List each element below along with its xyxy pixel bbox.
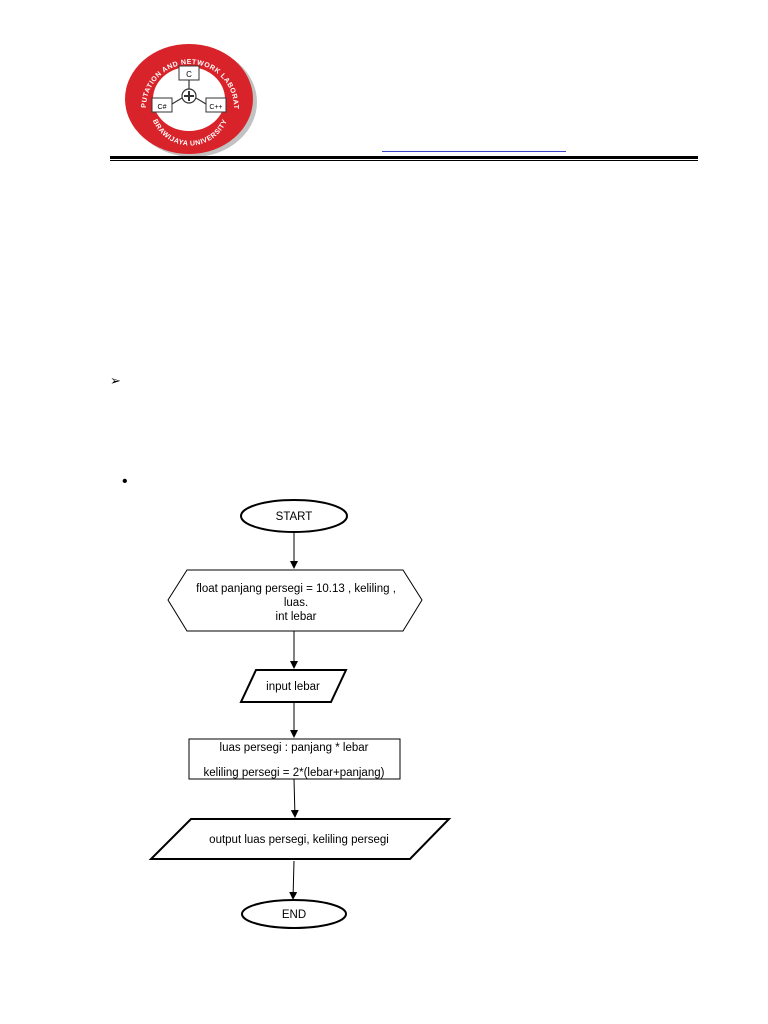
svg-text:C: C	[186, 70, 192, 79]
header-rule-thin	[110, 160, 698, 161]
svg-text:END: END	[282, 909, 306, 921]
flow-arrow	[290, 778, 299, 818]
process-line: luas persegi : panjang * lebar	[220, 742, 369, 754]
svg-text:START: START	[276, 511, 313, 523]
lab-logo: COMPUTATION AND NETWORK LABORATORY BRAWI…	[122, 40, 257, 157]
svg-text:input lebar: input lebar	[266, 681, 320, 693]
dot-bullet: •	[122, 473, 128, 490]
output-block: output luas persegi, keliling persegi	[148, 818, 452, 860]
header-rule	[110, 156, 698, 159]
flow-arrow	[289, 860, 298, 900]
monitor-icon: C#	[151, 97, 173, 113]
svg-text:C#: C#	[158, 104, 167, 111]
declaration-line: float panjang persegi = 10.13 , keliling…	[196, 583, 396, 595]
monitor-icon: C++	[205, 97, 227, 113]
process-block: luas persegi : panjang * lebar keliling …	[188, 738, 401, 780]
start-terminator: START	[240, 499, 348, 533]
process-line: keliling persegi = 2*(lebar+panjang)	[204, 767, 385, 779]
end-terminator: END	[241, 899, 347, 929]
input-block: input lebar	[239, 669, 348, 703]
header-link-underline	[382, 151, 566, 152]
svg-text:output luas persegi, keliling: output luas persegi, keliling persegi	[209, 834, 389, 846]
arrow-bullet: ➢	[110, 373, 121, 388]
svg-text:C++: C++	[209, 104, 222, 111]
network-hub-icon	[171, 80, 207, 105]
declaration-line: luas.	[284, 597, 308, 609]
declaration-block: float panjang persegi = 10.13 , keliling…	[167, 569, 423, 632]
declaration-line: int lebar	[276, 611, 317, 623]
